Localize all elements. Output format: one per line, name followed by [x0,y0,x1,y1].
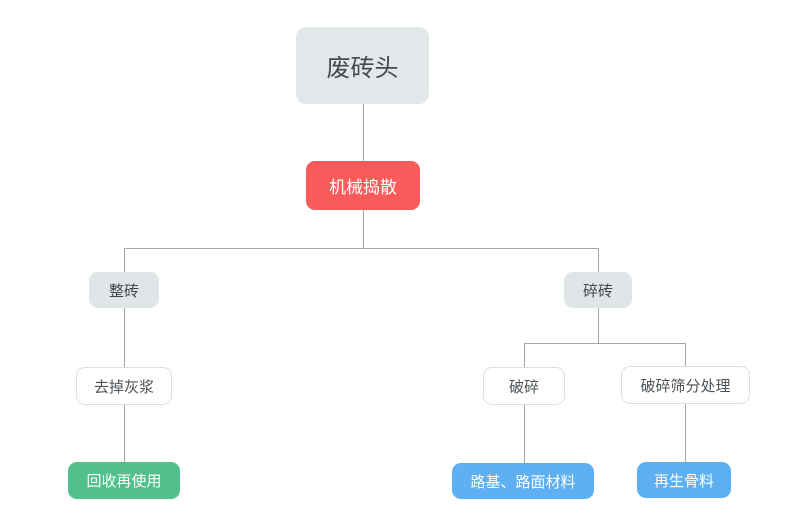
connector-screen-aggregate [685,403,686,462]
connector-mortar-reuse [124,404,125,463]
connector-crush-road [524,404,525,463]
connector-drop-whole-brick [124,248,125,272]
connector-drop-crush-screen [685,343,686,367]
connector-root-process [363,104,364,161]
node-broken-brick[interactable]: 碎砖 [564,272,632,308]
node-waste-brick[interactable]: 废砖头 [296,27,429,104]
connector-process-down [363,210,364,249]
node-roadbed-pavement-material[interactable]: 路基、路面材料 [452,463,594,499]
node-whole-brick[interactable]: 整砖 [89,272,159,308]
node-crush[interactable]: 破碎 [483,367,565,405]
connector-branch-horizontal [124,248,599,249]
node-recycled-aggregate[interactable]: 再生骨料 [637,462,731,498]
connector-drop-crush [524,343,525,368]
node-crush-screen-process[interactable]: 破碎筛分处理 [621,366,750,404]
node-remove-mortar[interactable]: 去掉灰浆 [76,367,172,405]
connector-broken-horizontal [524,343,686,344]
connector-broken-down [598,308,599,343]
connector-drop-broken-brick [598,248,599,272]
node-recycle-reuse[interactable]: 回收再使用 [68,462,180,499]
connector-whole-mortar [124,308,125,368]
node-mechanical-breakup[interactable]: 机械捣散 [306,161,420,210]
